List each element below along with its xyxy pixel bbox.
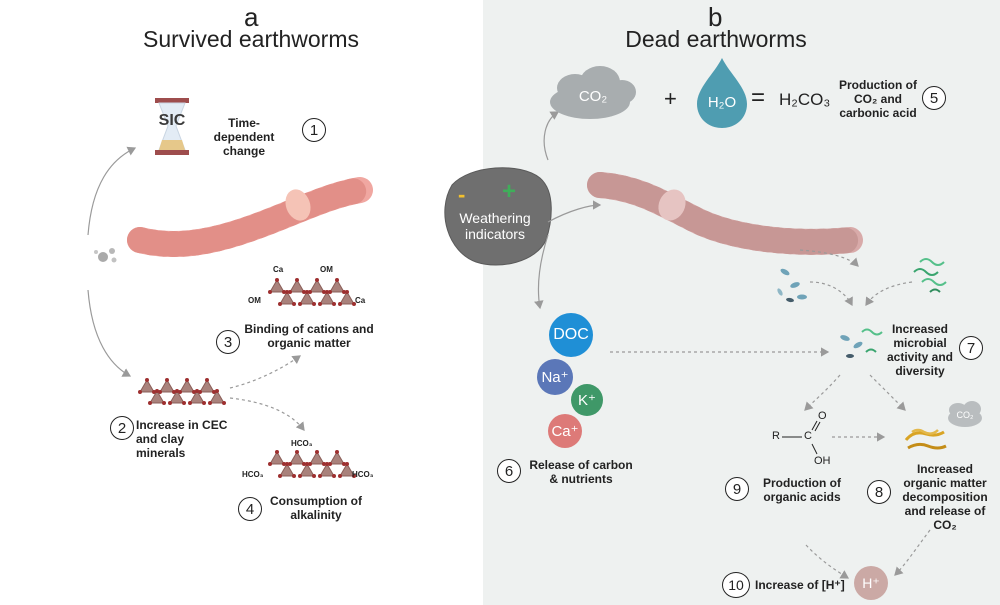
equals-operator: = (751, 84, 766, 111)
sic-label: SIC (158, 112, 186, 129)
chem-om-left: OM (248, 296, 261, 305)
step6-number: 6 (497, 459, 521, 483)
panel-b-title: Dead earthworms (625, 26, 807, 52)
earthworm-dead (587, 172, 863, 255)
acid-oh: OH (814, 455, 831, 467)
step7-label: Increased microbial activity and diversi… (886, 322, 954, 378)
microbes-cluster-center (840, 328, 883, 358)
chem-hco3-right: HCO₃ (352, 470, 374, 479)
step5-label: Production of CO₂ and carbonic acid (839, 78, 917, 120)
step10-number: 10 (722, 572, 750, 598)
panel-b-letter: b (708, 2, 723, 32)
step7-number: 7 (959, 336, 983, 360)
h-plus-circle: H⁺ (854, 566, 888, 600)
water-drop-icon (697, 58, 747, 128)
step3-number: 3 (216, 330, 240, 354)
arrow-to-microbes-right (547, 200, 602, 223)
small-co2-cloud-icon (948, 401, 982, 427)
panel-a-title: Survived earthworms (142, 26, 360, 52)
step1-number: 1 (302, 118, 326, 142)
step4-number: 4 (238, 497, 262, 521)
arrow-to-binding (229, 355, 301, 389)
weathering-indicators-label: Weathering indicators (459, 210, 531, 242)
step2-number: 2 (110, 416, 134, 440)
microbes-cluster-left (777, 268, 807, 303)
arrow-to-clay (87, 289, 132, 377)
step2-label: Increase in CEC and clay minerals (136, 418, 228, 460)
clay-minerals-step2 (137, 377, 227, 406)
chem-hco3-top: HCO₃ (291, 439, 313, 448)
chem-ca-top: Ca (273, 265, 284, 274)
step4-label: Consumption of alkalinity (270, 494, 362, 522)
arrow-decomposition-to-h (894, 529, 931, 576)
step9-label: Production of organic acids (763, 476, 841, 504)
k-circle: K⁺ (571, 384, 603, 416)
step9-number: 9 (725, 477, 749, 501)
plus-sign: + (502, 178, 517, 205)
organic-acid-structure (782, 420, 821, 455)
arrow-to-alkalinity (229, 397, 305, 431)
step5-number: 5 (922, 86, 946, 110)
step8-label: Increased organic matter decomposition a… (902, 462, 988, 532)
co2-label: CO₂ (578, 88, 608, 105)
earthworm-alive (127, 177, 373, 257)
chem-om-top: OM (320, 265, 333, 274)
h2o-label: H₂O (707, 94, 737, 111)
arrow-microbe-right (865, 281, 913, 306)
arrow-worm-to-microbes (799, 249, 859, 267)
doc-circle: DOC (549, 313, 593, 357)
arrow-acids-to-h (805, 544, 850, 579)
na-circle: Na⁺ (537, 359, 573, 395)
minus-sign: - (458, 182, 466, 207)
acid-o: O (818, 410, 827, 422)
step6-label: Release of carbon & nutrients (529, 458, 633, 486)
soil-particles-icon (94, 248, 117, 263)
acid-c: C (804, 430, 812, 442)
h2co3-label: H₂CO₃ (779, 90, 831, 109)
clay-minerals-step4 (267, 449, 357, 479)
arrow-to-release (534, 234, 549, 310)
arrow-to-sic (87, 146, 137, 236)
chem-ca-right: Ca (355, 296, 366, 305)
step1-label: Time-dependent change (213, 116, 275, 158)
step8-number: 8 (867, 480, 891, 504)
chem-hco3-left: HCO₃ (242, 470, 264, 479)
step10-label: Increase of [H⁺] (755, 578, 845, 592)
plus-operator: + (664, 86, 677, 111)
small-co2-label: CO₂ (956, 410, 974, 420)
clay-minerals-step3 (267, 277, 357, 307)
organic-matter-icon (904, 428, 947, 450)
microbes-cluster-right (913, 258, 947, 293)
acid-r: R (772, 430, 780, 442)
arrow-to-decomposition (869, 374, 906, 411)
co2-cloud-icon (550, 66, 636, 119)
arrow-to-organic-acids (804, 374, 841, 411)
panel-a-letter: a (244, 2, 259, 32)
ca-circle: Ca⁺ (548, 414, 582, 448)
hourglass-icon (155, 98, 189, 155)
arrow-microbe-left (809, 281, 853, 307)
arrow-to-co2 (543, 111, 560, 161)
step3-label: Binding of cations and organic matter (244, 322, 374, 350)
